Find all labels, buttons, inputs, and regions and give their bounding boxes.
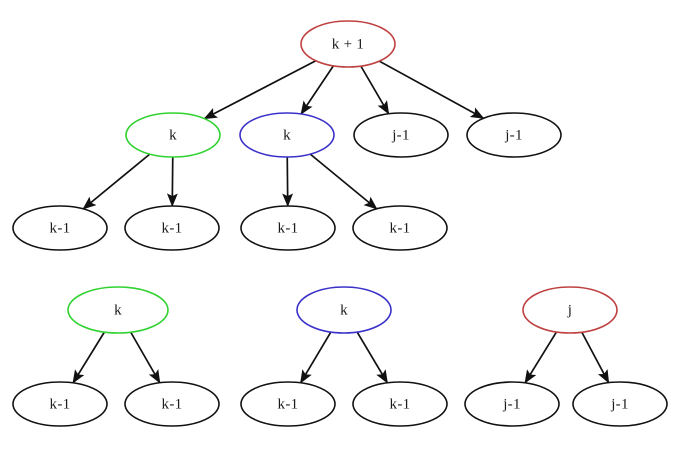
node-label: j-1: [504, 127, 523, 143]
node-ellipse: [239, 112, 335, 158]
tree-edge: [360, 65, 390, 115]
tree-node[interactable]: k: [239, 112, 335, 158]
node-label: j: [567, 302, 572, 318]
node-ellipse: [240, 381, 336, 427]
node-ellipse: [572, 381, 668, 427]
tree-edge: [309, 153, 378, 210]
node-label: k-1: [278, 396, 299, 412]
node-label: k: [114, 302, 122, 318]
nodes-layer: k + 1 k k j-1 j-1 k-1 k-1 k-1 k-1 k k-1 k-1 k k-1 k-1 j…: [12, 20, 668, 427]
node-ellipse: [125, 112, 221, 158]
tree-edge: [581, 331, 610, 384]
node-label: k-1: [50, 220, 71, 236]
tree-node[interactable]: k: [296, 286, 392, 334]
tree-edge: [378, 60, 485, 120]
tree-edge: [356, 331, 389, 384]
tree-node[interactable]: k: [67, 286, 169, 334]
tree-node[interactable]: k: [125, 112, 221, 158]
node-label: j-1: [391, 127, 410, 143]
node-label: k + 1: [332, 36, 364, 52]
node-ellipse: [124, 205, 220, 251]
node-ellipse: [466, 112, 562, 158]
node-label: k: [340, 302, 348, 318]
node-ellipse: [124, 381, 220, 427]
tree-edge: [203, 59, 317, 120]
node-ellipse: [240, 205, 336, 251]
node-ellipse: [300, 20, 396, 68]
tree-node[interactable]: k-1: [240, 205, 336, 251]
tree-node[interactable]: k-1: [352, 381, 448, 427]
tree-edge: [524, 331, 558, 384]
node-label: k: [283, 127, 291, 143]
tree-node[interactable]: k-1: [12, 381, 108, 427]
node-label: k-1: [390, 396, 411, 412]
node-ellipse: [352, 381, 448, 427]
edges-layer: [72, 59, 610, 384]
node-ellipse: [12, 205, 108, 251]
node-ellipse: [67, 286, 169, 334]
node-label: k-1: [162, 396, 183, 412]
node-ellipse: [353, 112, 449, 158]
tree-edge: [166, 156, 178, 208]
tree-node[interactable]: k-1: [12, 205, 108, 251]
tree-node[interactable]: k-1: [124, 205, 220, 251]
node-label: k-1: [162, 220, 183, 236]
node-label: k-1: [278, 220, 299, 236]
tree-node[interactable]: j: [522, 286, 618, 334]
tree-node[interactable]: k-1: [124, 381, 220, 427]
node-label: k: [169, 127, 177, 143]
node-ellipse: [522, 286, 618, 334]
tree-node[interactable]: j-1: [464, 381, 560, 427]
tree-node[interactable]: j-1: [353, 112, 449, 158]
node-label: k-1: [390, 220, 411, 236]
tree-node[interactable]: j-1: [572, 381, 668, 427]
node-ellipse: [296, 286, 392, 334]
tree-node[interactable]: k + 1: [300, 20, 396, 68]
tree-edge: [72, 331, 106, 384]
tree-node[interactable]: k-1: [240, 381, 336, 427]
node-ellipse: [12, 381, 108, 427]
node-label: k-1: [50, 396, 71, 412]
tree-edge: [82, 153, 151, 210]
node-ellipse: [352, 205, 448, 251]
tree-edge: [130, 331, 161, 384]
tree-node[interactable]: j-1: [466, 112, 562, 158]
tree-edge: [282, 156, 294, 208]
tree-edge: [299, 331, 332, 384]
node-label: j-1: [610, 396, 629, 412]
tree-edge: [300, 65, 335, 115]
tree-node[interactable]: k-1: [352, 205, 448, 251]
node-ellipse: [464, 381, 560, 427]
node-label: j-1: [502, 396, 521, 412]
